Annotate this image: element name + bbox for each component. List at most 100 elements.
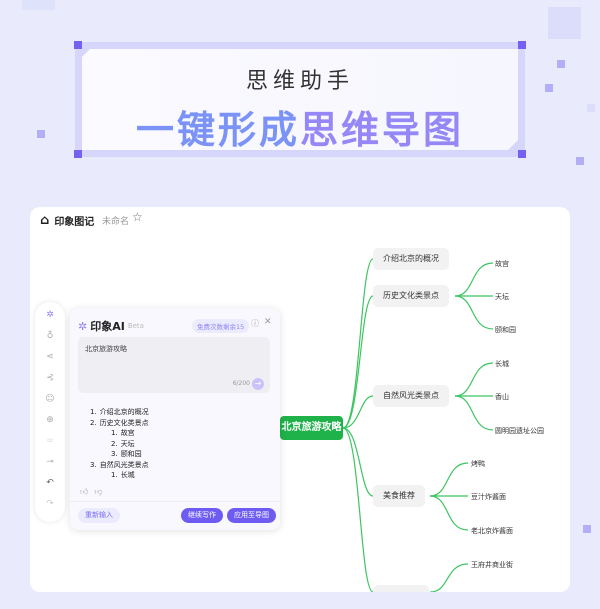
ai-sparkle-icon[interactable]: ✲ xyxy=(46,310,54,320)
decor-square xyxy=(548,7,581,39)
quota-badge: 免费次数剩余15 xyxy=(192,319,250,333)
side-toolbar: ✲ ♁ ⋖ ⊰ ☺ ⊕ ∞ ⊸ ↶ ↷ xyxy=(35,302,65,522)
prompt-value: 北京旅游攻略 xyxy=(85,345,127,353)
link-icon[interactable]: ∞ xyxy=(46,436,54,446)
outline-item: 1.故宫 xyxy=(90,428,149,439)
outline-item: 1.长城 xyxy=(90,470,149,481)
thumbs-up-icon[interactable]: 👍︎ xyxy=(80,487,89,496)
connector xyxy=(342,427,374,592)
connector xyxy=(342,395,374,429)
branch-icon[interactable]: ⊰ xyxy=(46,373,54,383)
banner-subtitle: 思维助手 xyxy=(245,69,354,94)
mindmap-leaf[interactable]: 天坛 xyxy=(495,293,509,301)
continue-writing-button[interactable]: 继续写作 xyxy=(181,508,223,523)
outline-text: 历史文化类景点 xyxy=(99,418,149,427)
thumbs-down-icon[interactable]: 👎︎ xyxy=(94,487,103,496)
outline-text: 长城 xyxy=(120,471,135,479)
outline-text: 颐和园 xyxy=(120,450,142,458)
outline-text: 天坛 xyxy=(120,439,135,448)
mindmap-leaf[interactable]: 故宫 xyxy=(495,260,509,268)
decor-square xyxy=(576,157,584,165)
mindmap-leaf[interactable]: 老北京炸酱面 xyxy=(471,527,513,535)
connector xyxy=(342,427,374,497)
add-icon[interactable]: ⊕ xyxy=(46,415,54,425)
beta-badge: Beta xyxy=(127,322,144,330)
outline-number: 2. xyxy=(90,418,97,427)
outline-icon[interactable]: ⊸ xyxy=(46,457,54,467)
ai-title-text: 印象AI xyxy=(90,320,125,333)
mindmap-branch[interactable]: 美食推荐 xyxy=(373,485,425,507)
app-logo[interactable]: ⌂ 印象图记 xyxy=(40,213,94,228)
mindmap-branch[interactable]: 介绍北京的概况 xyxy=(373,248,449,270)
apply-to-map-button[interactable]: 应用至导图 xyxy=(227,508,276,523)
prompt-input[interactable]: 北京旅游攻略 6/200 → xyxy=(78,337,270,393)
outline-item: 1.介绍北京的概况 xyxy=(90,407,149,418)
logo-icon: ⌂ xyxy=(40,213,50,228)
outline-number: 2. xyxy=(111,439,118,448)
outline-number: 1. xyxy=(111,471,118,479)
mindmap-leaf[interactable]: 圆明园遗址公园 xyxy=(495,427,544,435)
connector xyxy=(429,563,469,592)
send-button[interactable]: → xyxy=(252,378,264,390)
divider xyxy=(70,501,280,502)
mindmap-leaf[interactable]: 豆汁炸酱面 xyxy=(471,493,506,501)
outline-number: 3. xyxy=(90,460,97,469)
decor-square xyxy=(557,60,565,68)
mindmap-leaf[interactable]: 颐和园 xyxy=(495,326,516,334)
outline-number: 1. xyxy=(111,429,118,437)
decor-square xyxy=(22,0,55,10)
connector xyxy=(342,295,374,429)
connector xyxy=(454,295,494,330)
connector xyxy=(429,462,469,497)
help-icon[interactable]: ⓘ xyxy=(251,319,259,328)
connector xyxy=(454,395,494,431)
banner-title-part2: 思维导图 xyxy=(300,108,465,152)
app-window: ⌂ 印象图记 未命名 ☆ 北京旅游攻略 介绍北京的概况 历史文化类景点 自然风光类… xyxy=(30,207,570,592)
reinput-button[interactable]: 重新输入 xyxy=(78,508,120,523)
mindmap-branch[interactable]: 历史文化类景点 xyxy=(373,285,449,307)
connector xyxy=(429,495,469,531)
decor-square xyxy=(587,104,595,112)
mindmap-connectors xyxy=(342,258,494,592)
app-name: 印象图记 xyxy=(54,217,95,228)
share-icon[interactable]: ⋖ xyxy=(46,352,54,362)
star-icon[interactable]: ☆ xyxy=(132,210,143,224)
undo-icon[interactable]: ↶ xyxy=(46,478,54,488)
banner-title: 一键形成思维导图 xyxy=(82,99,518,154)
close-icon[interactable]: ✕ xyxy=(264,317,272,327)
banner: 思维助手 一键形成思维导图 xyxy=(74,41,526,158)
connector xyxy=(342,258,374,429)
char-count: 6/200 xyxy=(232,380,250,387)
outline-item: 2.历史文化类景点 xyxy=(90,418,149,429)
mindmap-leaf[interactable]: 王府井商业街 xyxy=(471,561,513,569)
emoji-icon[interactable]: ☺ xyxy=(45,394,55,404)
outline-text: 自然风光类景点 xyxy=(99,460,149,469)
outline-text: 介绍北京的概况 xyxy=(99,408,149,416)
banner-title-part1: 一键形成 xyxy=(135,108,300,152)
mindmap-branch[interactable]: 自然风光类景点 xyxy=(373,385,449,407)
connector xyxy=(454,262,494,297)
outline-item: 2.香山 xyxy=(90,481,149,482)
decor-square xyxy=(37,130,45,138)
mindmap-leaf[interactable]: 烤鸭 xyxy=(471,460,485,468)
decor-square xyxy=(583,525,591,533)
mindmap-branch[interactable] xyxy=(373,585,429,592)
lightbulb-icon[interactable]: ♁ xyxy=(46,331,54,341)
outline-item: 3.颐和园 xyxy=(90,449,149,460)
decor-square xyxy=(545,84,553,92)
outline-item: 2.天坛 xyxy=(90,439,149,450)
mindmap-leaf[interactable]: 香山 xyxy=(495,393,509,401)
mindmap-root[interactable]: 北京旅游攻略 xyxy=(280,416,343,440)
outline-item: 3.自然风光类景点 xyxy=(90,460,149,471)
outline-text: 故宫 xyxy=(120,429,135,437)
ai-sparkle-icon: ✲ xyxy=(78,319,88,333)
outline-number: 1. xyxy=(90,408,97,416)
doc-title[interactable]: 未命名 xyxy=(102,217,130,227)
connector xyxy=(454,362,494,397)
redo-icon[interactable]: ↷ xyxy=(46,499,54,509)
outline-number: 3. xyxy=(111,450,118,458)
mindmap-leaf[interactable]: 长城 xyxy=(495,360,509,368)
